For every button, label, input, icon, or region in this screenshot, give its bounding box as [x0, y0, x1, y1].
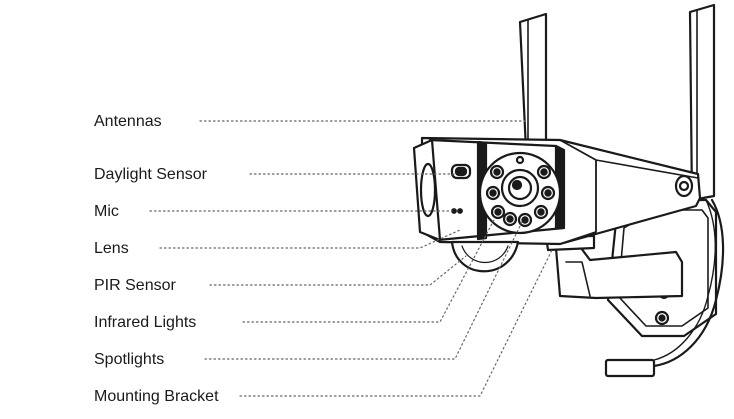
label-pir-sensor: PIR Sensor	[94, 277, 176, 294]
leader-infrared	[242, 217, 496, 323]
label-lens: Lens	[94, 240, 129, 257]
antenna-right	[688, 3, 716, 202]
leader-spotlights	[204, 221, 523, 360]
leader-lens	[159, 229, 461, 249]
label-spotlights: Spotlights	[94, 351, 165, 368]
antenna-left	[518, 12, 548, 152]
label-mounting-bracket: Mounting Bracket	[94, 388, 219, 405]
label-antennas: Antennas	[94, 113, 162, 130]
label-infrared-lights: Infrared Lights	[94, 314, 197, 331]
power-cable	[604, 198, 725, 378]
label-mic: Mic	[94, 203, 119, 220]
camera-front	[412, 138, 566, 242]
leader-pir	[209, 255, 467, 286]
label-daylight-sensor: Daylight Sensor	[94, 166, 207, 183]
mounting-bracket-shape	[544, 198, 718, 338]
leader-mounting-bracket	[239, 249, 553, 397]
